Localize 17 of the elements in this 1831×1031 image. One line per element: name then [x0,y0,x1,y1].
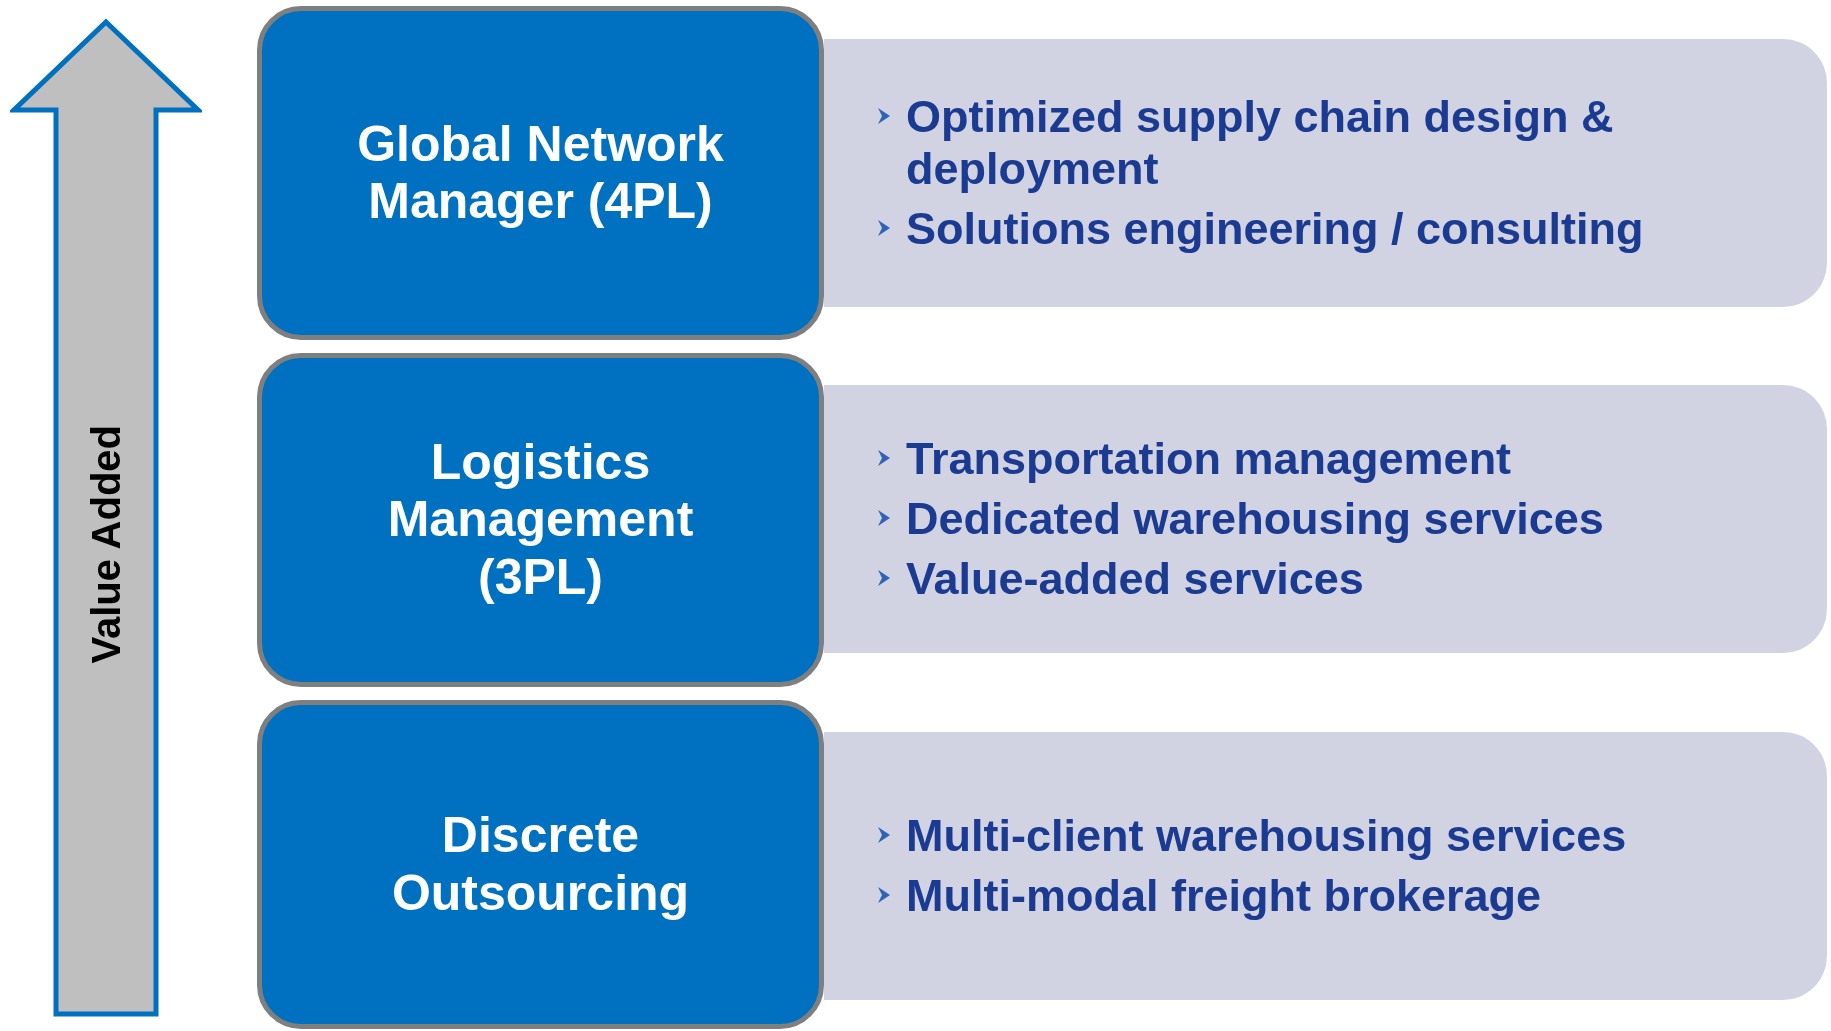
service-item: Multi-modal freight brokerage [906,870,1542,922]
services-panel [824,39,1827,307]
tier-title: Global Network Manager (4PL) [356,115,725,231]
services-panel [824,732,1827,1000]
tier-box [257,6,824,340]
service-item: Transportation management [906,433,1512,486]
service-item: Solutions engineering / consulting [906,202,1644,255]
axis-label: Value Added [86,424,126,664]
service-item: Dedicated warehousing services [906,493,1604,545]
service-item: Multi-client warehousing services [906,810,1627,862]
tier-box [257,700,824,1029]
tier-box [257,353,824,687]
tier-title: Logistics Management (3PL) [386,433,695,607]
service-item: Value-added services [906,552,1364,605]
tier-title: Discrete Outsourcing [390,807,691,922]
service-item: Optimized supply chain design & deployment [906,91,1615,195]
services-panel [824,385,1827,653]
